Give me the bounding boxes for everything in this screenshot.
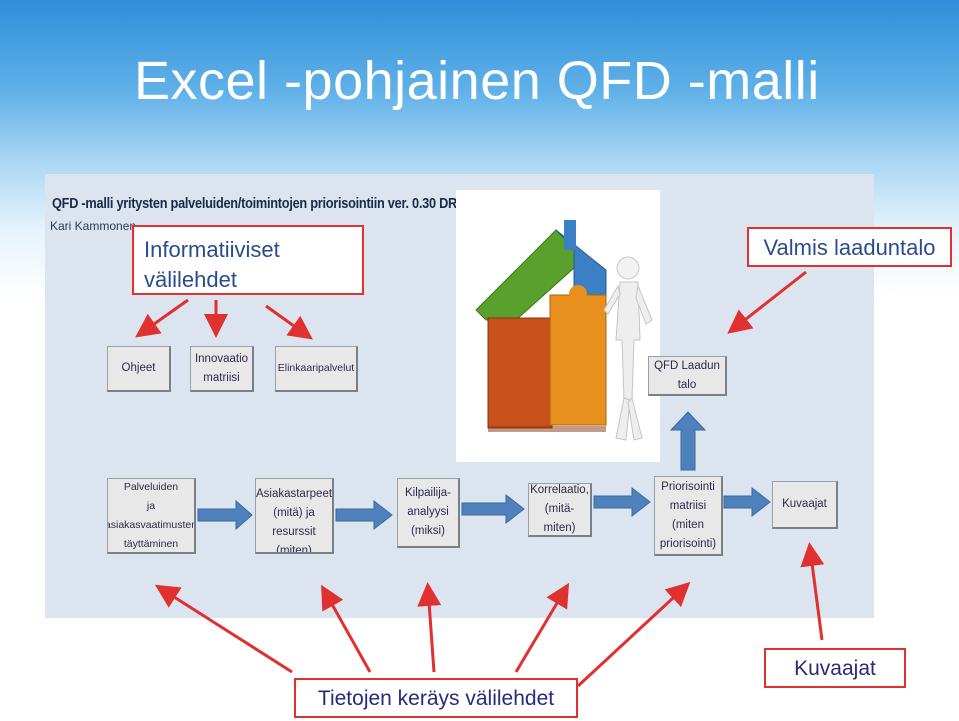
arrow-to-kilpailija — [417, 582, 442, 673]
flow-arrow-2 — [335, 499, 393, 531]
arrow-to-elinkaari — [265, 304, 313, 340]
arrow-to-kuvaajat — [800, 542, 825, 641]
ready-house-callout: Valmis laaduntalo — [747, 227, 952, 267]
slide-title: Excel -pohjainen QFD -malli — [134, 51, 820, 111]
flow-arrow-5 — [723, 486, 771, 518]
arrow-to-ohjeet — [135, 298, 189, 338]
tab-kuvaajat[interactable]: Kuvaajat — [772, 481, 838, 529]
flow-arrow-up — [669, 411, 707, 471]
data-tabs-callout: Tietojen keräys välilehdet — [294, 678, 578, 718]
graphs-label: Kuvaajat — [794, 657, 876, 680]
data-tabs-label: Tietojen keräys välilehdet — [317, 687, 555, 710]
flow-arrow-3 — [461, 493, 525, 525]
arrow-to-asiakastarpeet — [321, 584, 372, 673]
puzzle-house-illustration — [475, 220, 653, 441]
tab-label: Korrelaatio, (mitä-miten) — [530, 484, 589, 534]
tab-asiakastarpeet[interactable]: Asiakastarpeet (mitä) ja resurssit (mite… — [255, 478, 334, 554]
tab-label: Ohjeet — [121, 362, 156, 374]
flow-arrow-1 — [197, 499, 253, 531]
workbook-subtitle: QFD -malli yritysten palveluiden/toimint… — [52, 196, 458, 212]
arrow-to-palveluiden — [154, 584, 293, 674]
informative-tabs-label: Informatiiviset välilehdet — [144, 237, 280, 292]
tab-label: Elinkaaripalvelut — [277, 362, 355, 374]
tab-label: QFD Laadun talo — [654, 359, 720, 391]
tab-palveluiden-taytto[interactable]: Palveluiden ja asiakasvaatimusten täyttä… — [107, 478, 196, 554]
author-name: Kari Kammonen — [50, 219, 137, 233]
tab-kilpailija-analyysi[interactable]: Kilpailija- analyysi (miksi) — [397, 478, 460, 548]
flow-arrow-4 — [593, 486, 651, 518]
arrow-to-korrelaatio — [514, 582, 570, 673]
tab-elinkaaripalvelut[interactable]: Elinkaaripalvelut — [275, 346, 358, 392]
tab-label: Kuvaajat — [782, 498, 827, 510]
puzzle-house-image — [456, 190, 660, 462]
tab-label: Innovaatio matriisi — [194, 352, 249, 384]
ready-house-label: Valmis laaduntalo — [763, 235, 936, 260]
tab-label: Palveluiden ja asiakasvaatimusten täyttä… — [107, 480, 196, 550]
graphs-callout: Kuvaajat — [764, 648, 906, 688]
title-area: Excel -pohjainen QFD -malli — [0, 0, 959, 170]
tab-priorisointi-matriisi[interactable]: Priorisointi matriisi (miten priorisoint… — [654, 476, 723, 556]
tab-qfd-laadun-talo[interactable]: QFD Laadun talo — [648, 356, 727, 396]
tab-label: Asiakastarpeet (mitä) ja resurssit (mite… — [255, 488, 333, 554]
tab-innovaatio-matriisi[interactable]: Innovaatio matriisi — [190, 346, 254, 392]
tab-ohjeet[interactable]: Ohjeet — [107, 346, 171, 392]
informative-tabs-callout: Informatiiviset välilehdet — [132, 225, 364, 295]
arrow-to-priorisointi — [576, 581, 691, 688]
tab-korrelaatio[interactable]: Korrelaatio, (mitä-miten) — [528, 483, 592, 537]
tab-label: Kilpailija- analyysi (miksi) — [404, 487, 452, 537]
arrow-to-qfd-talo — [727, 270, 807, 334]
tab-label: Priorisointi matriisi (miten priorisoint… — [659, 480, 717, 550]
